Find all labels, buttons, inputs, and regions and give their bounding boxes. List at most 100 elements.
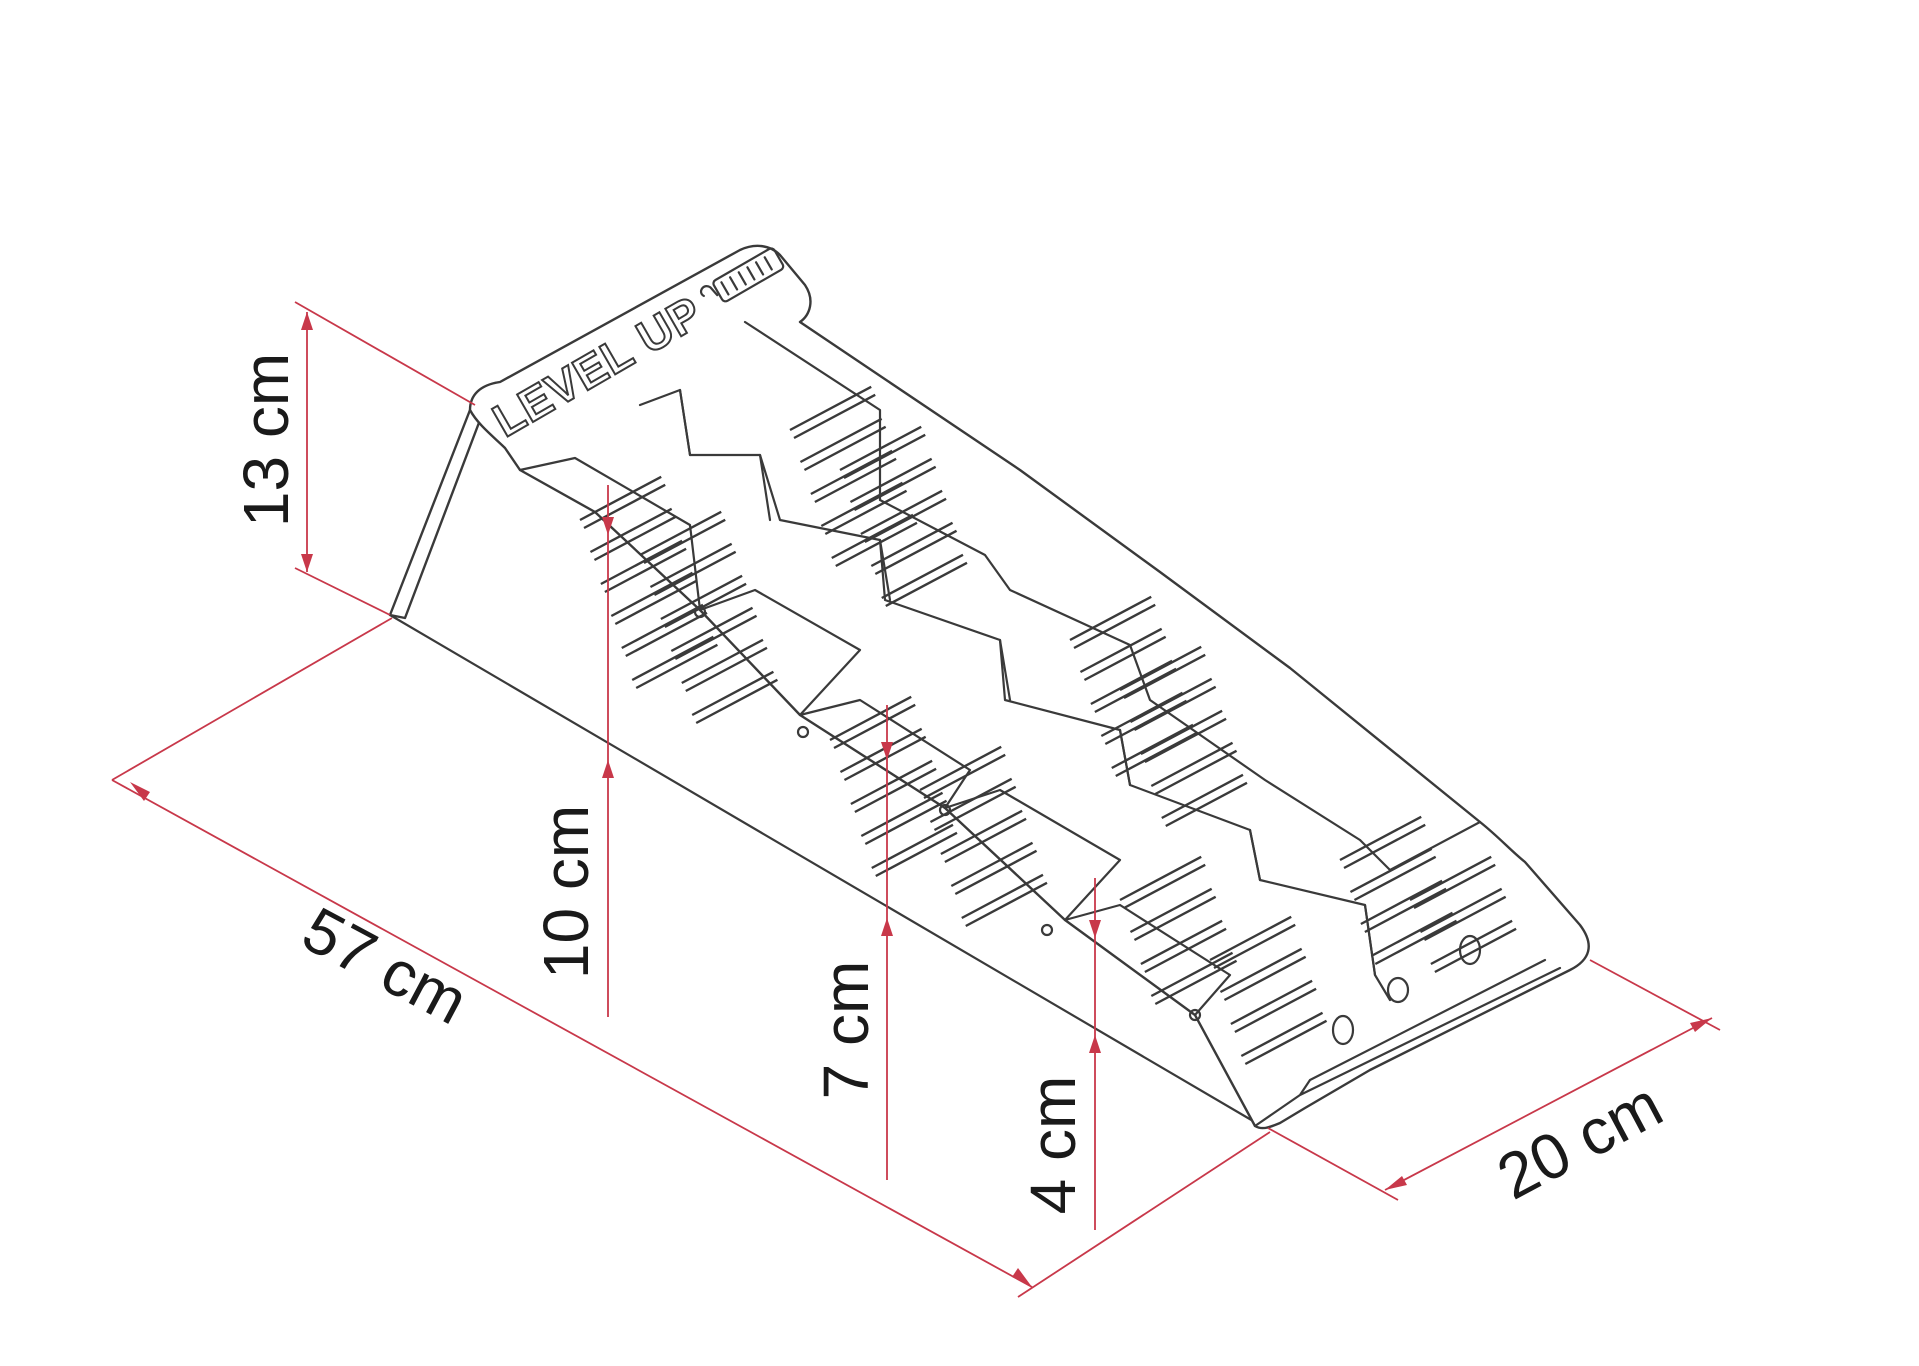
grip-slot [670, 606, 754, 653]
grip-slot [1339, 815, 1422, 862]
step-2-label: 7 cm [810, 961, 882, 1100]
grip-slot [919, 745, 1002, 792]
grip-slot-shadow [923, 753, 1006, 800]
notch-5 [1188, 1008, 1202, 1022]
grip-slot-shadow [1234, 987, 1317, 1034]
grip-slot [849, 457, 933, 504]
grip-slot-shadow [1094, 667, 1177, 714]
grip-slot [1129, 887, 1213, 934]
step-3-arrow-top [1089, 920, 1101, 938]
grip-slot [1111, 723, 1194, 770]
grip-slot-shadow [875, 831, 958, 878]
grip-slot-shadow [1423, 895, 1507, 942]
grip-slot [639, 510, 722, 557]
grip-slot-shadow [1154, 749, 1238, 796]
grip-slot [789, 385, 872, 432]
grip-slot-shadow [1123, 653, 1206, 700]
grip-slot-shadow [1133, 685, 1217, 732]
grip-slot [1370, 911, 1454, 958]
grip-slot-shadow [695, 678, 778, 725]
length-label: 57 cm [291, 893, 479, 1038]
grip-slot-shadow [843, 735, 927, 782]
grip-slot [1119, 855, 1202, 902]
width-extension-left [1267, 1127, 1399, 1201]
grip-slot [681, 638, 764, 685]
length-extension-left [111, 617, 393, 781]
grip-slot-shadow [874, 529, 958, 576]
length-arrow-left [130, 782, 150, 801]
grip-slot [860, 489, 943, 536]
step-1-arrow-bottom [602, 760, 614, 778]
grip-slot-shadow [793, 393, 876, 440]
grip-slot-shadow [864, 497, 947, 544]
grip-slot [1240, 1011, 1324, 1058]
grip-slot [871, 823, 954, 870]
grip-slot-shadow [1073, 603, 1156, 650]
fiamma-logo-icon [700, 247, 785, 303]
grip-slot [829, 695, 912, 742]
length-arrow-right [1012, 1268, 1032, 1287]
grip-slot-shadow [1115, 731, 1198, 778]
grip-slot [1430, 919, 1513, 966]
width-extension-right [1589, 959, 1721, 1031]
grip-slot-shadow [1213, 923, 1296, 970]
step-1-arrow-top [602, 517, 614, 535]
grip-slot [1349, 847, 1433, 894]
grip-slot-shadow [583, 483, 666, 530]
grip-slot-shadow [1353, 855, 1437, 902]
width-dim-line [1384, 1017, 1713, 1191]
grip-slot-shadow [1223, 955, 1307, 1002]
grip-slot-shadow [965, 881, 1048, 928]
tie-down-hole-3 [1386, 976, 1410, 1004]
grip-slot [810, 449, 893, 496]
grip-slot [1129, 677, 1213, 724]
grip-slot-shadow [614, 579, 698, 626]
grip-slot [831, 513, 914, 560]
grip-slot [1161, 773, 1244, 820]
grip-slot [631, 635, 714, 682]
grip-slot-shadow [625, 611, 708, 658]
grip-slot-shadow [664, 582, 747, 629]
grip-slot [649, 542, 733, 589]
grip-slot-shadow [803, 425, 887, 472]
grip-slot-shadow [944, 817, 1027, 864]
grip-slot [589, 507, 673, 554]
grip-slot [839, 727, 923, 774]
grip-slot [1360, 879, 1443, 926]
grip-slot [870, 521, 954, 568]
grip-slot [1230, 979, 1313, 1026]
grip-slot-shadow [954, 849, 1038, 896]
grip-slot [820, 481, 904, 528]
grip-slot-shadow [643, 518, 726, 565]
grip-slot-shadow [674, 614, 758, 661]
grip-slot-shadow [824, 489, 908, 536]
grip-slot [1409, 855, 1492, 902]
grip-slot-shadow [1123, 863, 1206, 910]
grip-slot-shadow [835, 521, 918, 568]
grip-slot-shadow [853, 465, 937, 512]
grip-slot [1150, 951, 1234, 998]
grip-slot [1079, 627, 1163, 674]
step-3-arrow-bottom [1089, 1035, 1101, 1053]
grip-slot-shadow [854, 767, 937, 814]
width-arrow-left [1385, 1176, 1407, 1190]
grip-slot-shadow [685, 646, 768, 693]
grip-slot [621, 603, 704, 650]
grip-slot [1419, 887, 1503, 934]
grip-slot-shadow [1083, 635, 1167, 682]
grip-slot [600, 539, 683, 586]
grip-slot-shadow [885, 561, 968, 608]
grip-slot [881, 553, 964, 600]
grip-slot [940, 809, 1023, 856]
ramp-body [388, 244, 1590, 1130]
grip-slot-shadow [1413, 863, 1496, 910]
grip-slot [1209, 915, 1292, 962]
height-arrow-top [301, 312, 313, 330]
grip-slot-shadow [843, 433, 926, 480]
height-extension-bottom [294, 567, 391, 616]
grip-slot [1150, 741, 1234, 788]
ramp-top-surface [468, 244, 1590, 1130]
grip-slot-shadow [635, 643, 718, 690]
grip-slot-shadow [833, 703, 916, 750]
